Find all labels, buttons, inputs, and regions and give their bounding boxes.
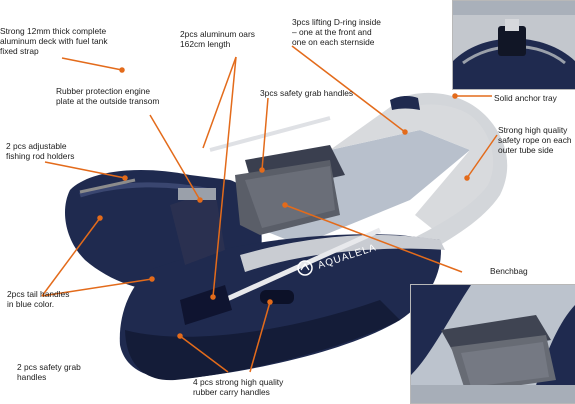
brand-logo-icon bbox=[297, 260, 313, 276]
callout-anchor-tray: Solid anchor tray bbox=[494, 93, 557, 103]
callout-grab-handles-3: 3pcs safety grab handles bbox=[260, 88, 354, 98]
callout-deck: Strong 12mm thick complete aluminum deck… bbox=[0, 26, 108, 56]
callout-engine-plate: Rubber protection engine plate at the ou… bbox=[56, 86, 160, 106]
transom bbox=[170, 190, 225, 265]
tube-inner-starboard bbox=[330, 98, 505, 235]
callout-d-ring: 3pcs lifting D-ring inside – one at the … bbox=[292, 17, 381, 47]
inset-bench-bag bbox=[410, 284, 575, 404]
callout-safety-rope: Strong high quality safety rope on each … bbox=[498, 125, 572, 155]
callout-oars: 2pcs aluminum oars 162cm length bbox=[180, 29, 255, 49]
inset-anchor-tray bbox=[452, 0, 575, 90]
callout-carry-handles: 4 pcs strong high quality rubber carry h… bbox=[193, 377, 284, 397]
callout-grab-handles-2: 2 pcs safety grab handles bbox=[17, 362, 81, 382]
callout-tail-handles: 2pcs tail handles in blue color. bbox=[7, 289, 70, 309]
callout-lines bbox=[41, 45, 498, 373]
callout-rod-holders: 2 pcs adjustable fishing rod holders bbox=[6, 141, 75, 161]
callout-benchbag: Benchbag bbox=[490, 266, 528, 276]
